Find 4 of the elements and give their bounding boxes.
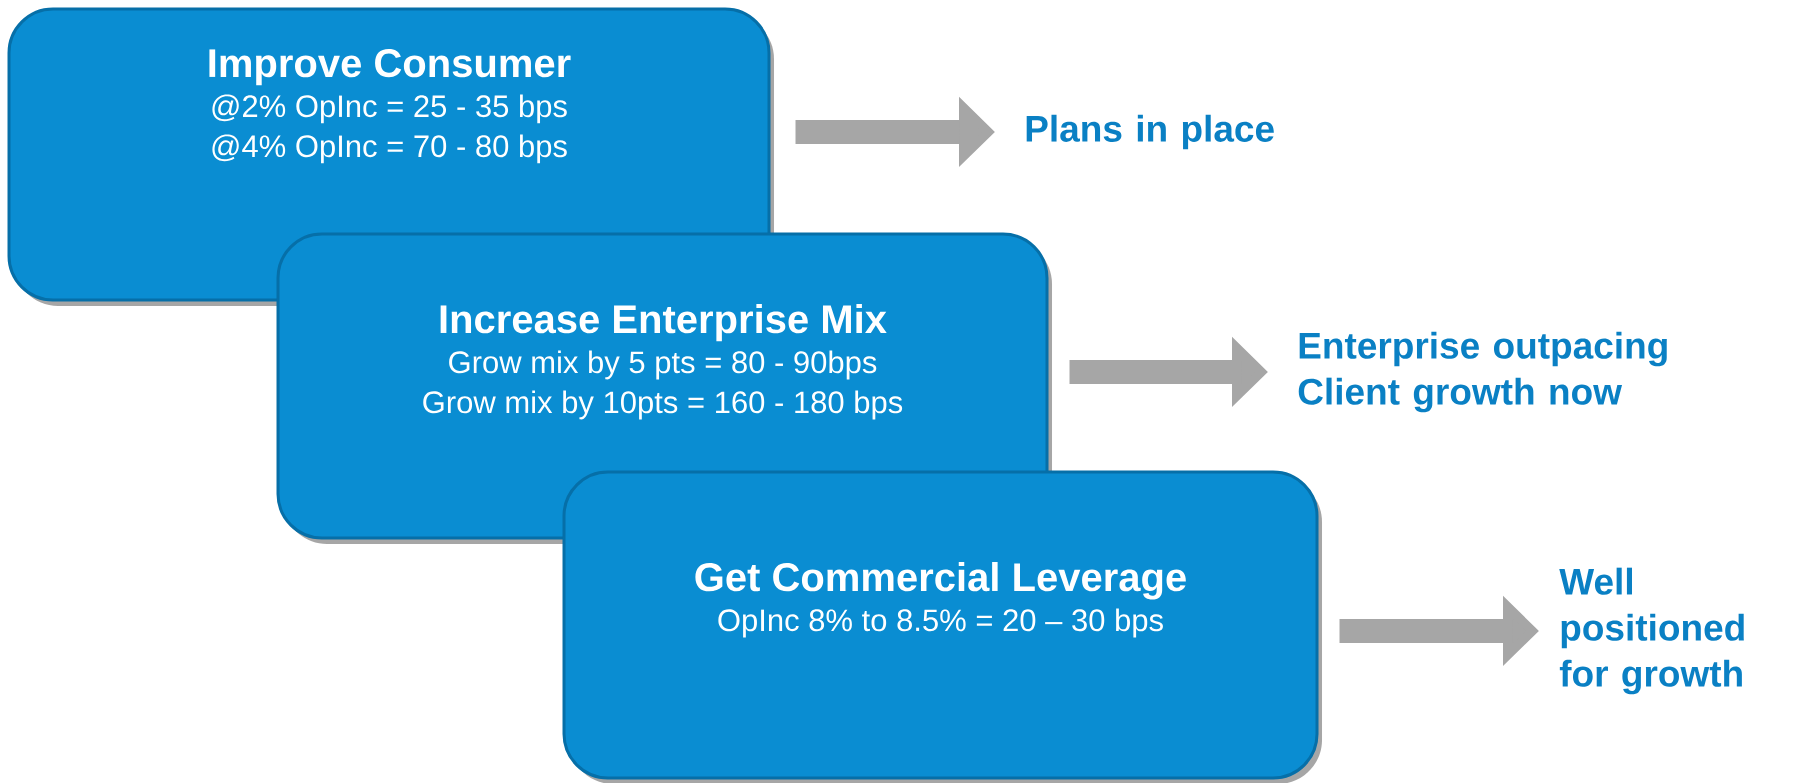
outcome-text: Plans in place [1026, 114, 1274, 150]
outcome-text: Enterprise outpacing Client growth now [1298, 331, 1667, 413]
outcome-text: Well positioned for growth [1559, 567, 1744, 695]
rounded-box: Get Commercial Leverage OpInc 8% to 8.5% = 20 – 30 bps [562, 470, 1322, 783]
